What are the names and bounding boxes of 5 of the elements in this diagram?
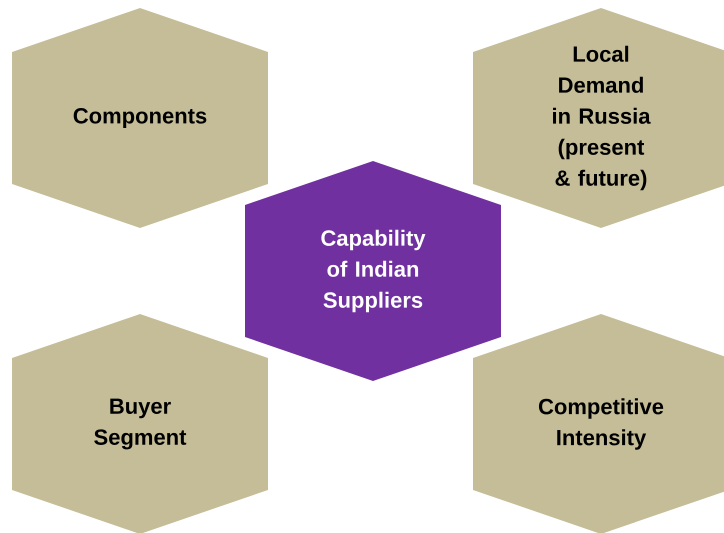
hexagon: Local Demand in Russia (present & future): [473, 8, 724, 228]
hexagon: Competitive Intensity: [473, 314, 724, 533]
hexagon: Capability of Indian Suppliers: [245, 161, 501, 381]
hexagon: Buyer Segment: [12, 314, 268, 533]
hexagon: Components: [12, 8, 268, 228]
